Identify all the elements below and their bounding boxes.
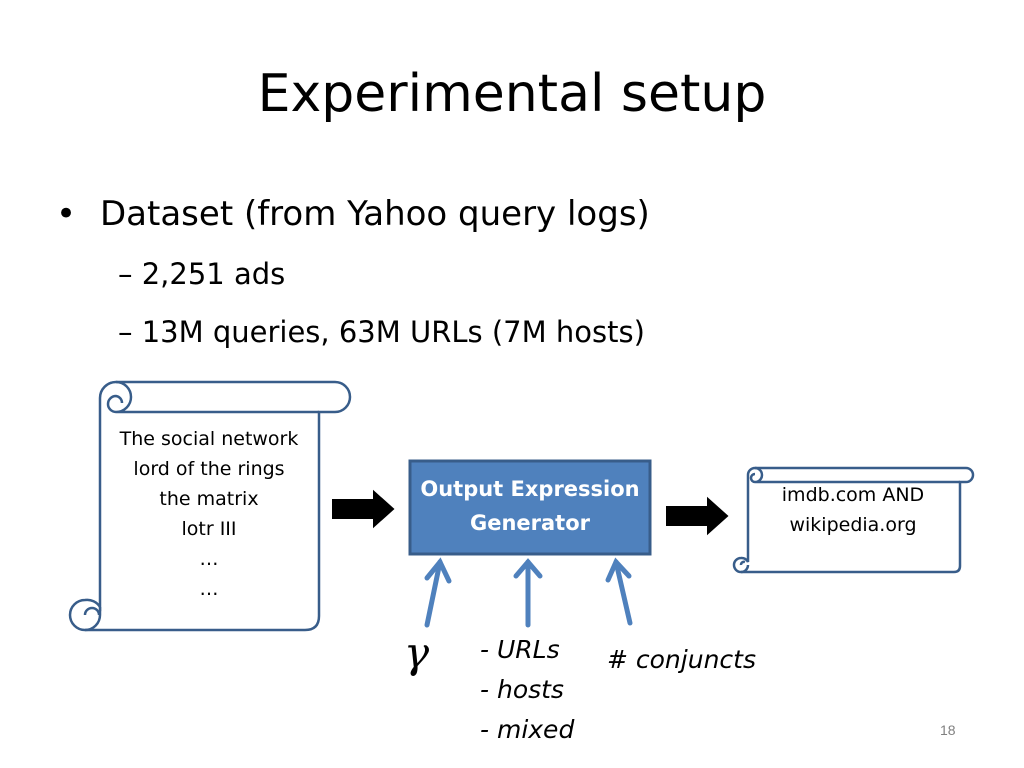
output-line: wikipedia.org bbox=[789, 514, 917, 536]
bullet-dot: • bbox=[56, 194, 77, 234]
generator-label: Output Expression Generator bbox=[410, 472, 650, 540]
gamma-param: γ bbox=[404, 628, 430, 677]
arrow-right-icon-right bbox=[666, 496, 729, 536]
query-line: lord of the rings bbox=[133, 458, 285, 480]
input-scroll-shape bbox=[68, 380, 352, 632]
mode-option: - mixed bbox=[480, 715, 575, 744]
mode-param: - URLs - hosts - mixed bbox=[480, 630, 574, 750]
input-scroll-text: The social network lord of the rings the… bbox=[102, 424, 316, 604]
mode-option: - URLs bbox=[480, 635, 560, 664]
query-line: the matrix bbox=[159, 488, 259, 510]
generator-label-line: Output Expression bbox=[420, 477, 640, 501]
mode-option: - hosts bbox=[480, 675, 564, 704]
sub-item-ads: – 2,251 ads bbox=[118, 257, 286, 291]
arrow-up-icon-conjuncts bbox=[605, 557, 633, 626]
query-line: The social network bbox=[119, 428, 299, 450]
generator-box bbox=[408, 459, 652, 556]
generator-label-line: Generator bbox=[469, 511, 591, 535]
query-line: lotr III bbox=[181, 518, 237, 540]
query-line: … bbox=[199, 548, 219, 570]
output-scroll-text: imdb.com AND wikipedia.org bbox=[750, 480, 956, 540]
conjuncts-param: # conjuncts bbox=[607, 645, 756, 674]
arrow-up-icon-gamma bbox=[424, 557, 452, 628]
output-scroll-shape bbox=[732, 466, 975, 574]
arrow-right-icon-left bbox=[332, 489, 395, 529]
output-line: imdb.com AND bbox=[781, 484, 925, 506]
sub-item-queries: – 13M queries, 63M URLs (7M hosts) bbox=[118, 315, 645, 349]
arrow-up-icon-mode bbox=[513, 558, 543, 628]
page-number: 18 bbox=[940, 722, 956, 738]
slide-title: Experimental setup bbox=[257, 64, 767, 124]
query-line: … bbox=[199, 578, 219, 600]
bullet-text: Dataset (from Yahoo query logs) bbox=[100, 194, 650, 234]
